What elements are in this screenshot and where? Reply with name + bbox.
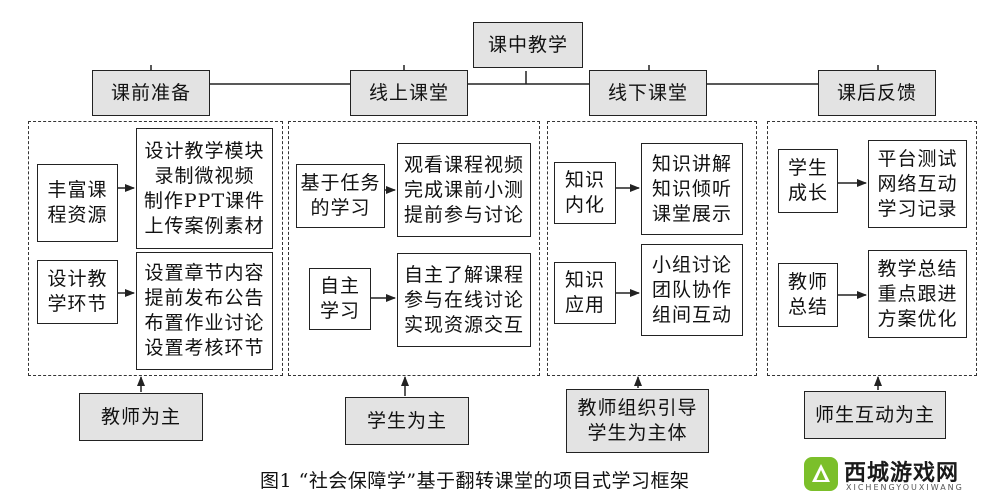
- s3-r2-left: 知识应用: [554, 262, 616, 324]
- watermark-subtitle: XICHENGYOUXIWANG: [846, 483, 964, 492]
- section-after-class: [767, 121, 977, 376]
- s4-r2-left: 教师总结: [778, 263, 838, 327]
- s2-r2-left: 自主学习: [309, 268, 371, 330]
- s4-r1-left: 学生成长: [778, 149, 838, 213]
- section-online-class: [288, 121, 540, 376]
- s2-r1-left: 基于任务的学习: [296, 164, 385, 228]
- s1-r2-left: 设计教学环节: [37, 260, 118, 324]
- section-offline-class: [547, 121, 757, 376]
- watermark-logo: 西城游戏网 XICHENGYOUXIWANG: [800, 455, 990, 497]
- figure-caption: 图1 “社会保障学”基于翻转课堂的项目式学习框架: [260, 470, 690, 492]
- s3-r2-right: 小组讨论团队协作 组间互动: [641, 244, 743, 336]
- s1-r1-left: 丰富课程资源: [37, 164, 118, 242]
- bottom-interaction: 师生互动为主: [804, 391, 946, 439]
- header-online-class: 线上课堂: [350, 70, 468, 116]
- watermark-title: 西城游戏网: [844, 461, 960, 486]
- section-pre-class: [28, 121, 283, 376]
- header-offline-class: 线下课堂: [589, 70, 707, 116]
- s4-r2-right: 教学总结重点跟进 方案优化: [868, 250, 967, 338]
- s4-r1-right: 平台测试网络互动 学习记录: [868, 140, 967, 228]
- bottom-teacher-guided: 教师组织引导学生为主体: [566, 389, 709, 453]
- header-pre-class: 课前准备: [92, 70, 210, 116]
- bottom-student-led: 学生为主: [345, 397, 469, 445]
- s2-r2-right: 自主了解课程参与在线讨论 实现资源交互: [397, 253, 531, 347]
- s2-r1-right: 观看课程视频完成课前小测 提前参与讨论: [397, 143, 531, 237]
- header-after-class: 课后反馈: [818, 70, 936, 116]
- s3-r1-right: 知识讲解知识倾听 课堂展示: [641, 143, 743, 235]
- s1-r2-right: 设置章节内容提前发布公告 布置作业讨论设置考核环节: [136, 252, 273, 370]
- node-top-in-class: 课中教学: [473, 22, 583, 68]
- gamepad-icon: [804, 457, 838, 491]
- s3-r1-left: 知识内化: [554, 162, 616, 224]
- bottom-teacher-led: 教师为主: [79, 393, 203, 441]
- s1-r1-right: 设计教学模块录制微视频 制作PPT课件上传案例素材: [136, 128, 273, 249]
